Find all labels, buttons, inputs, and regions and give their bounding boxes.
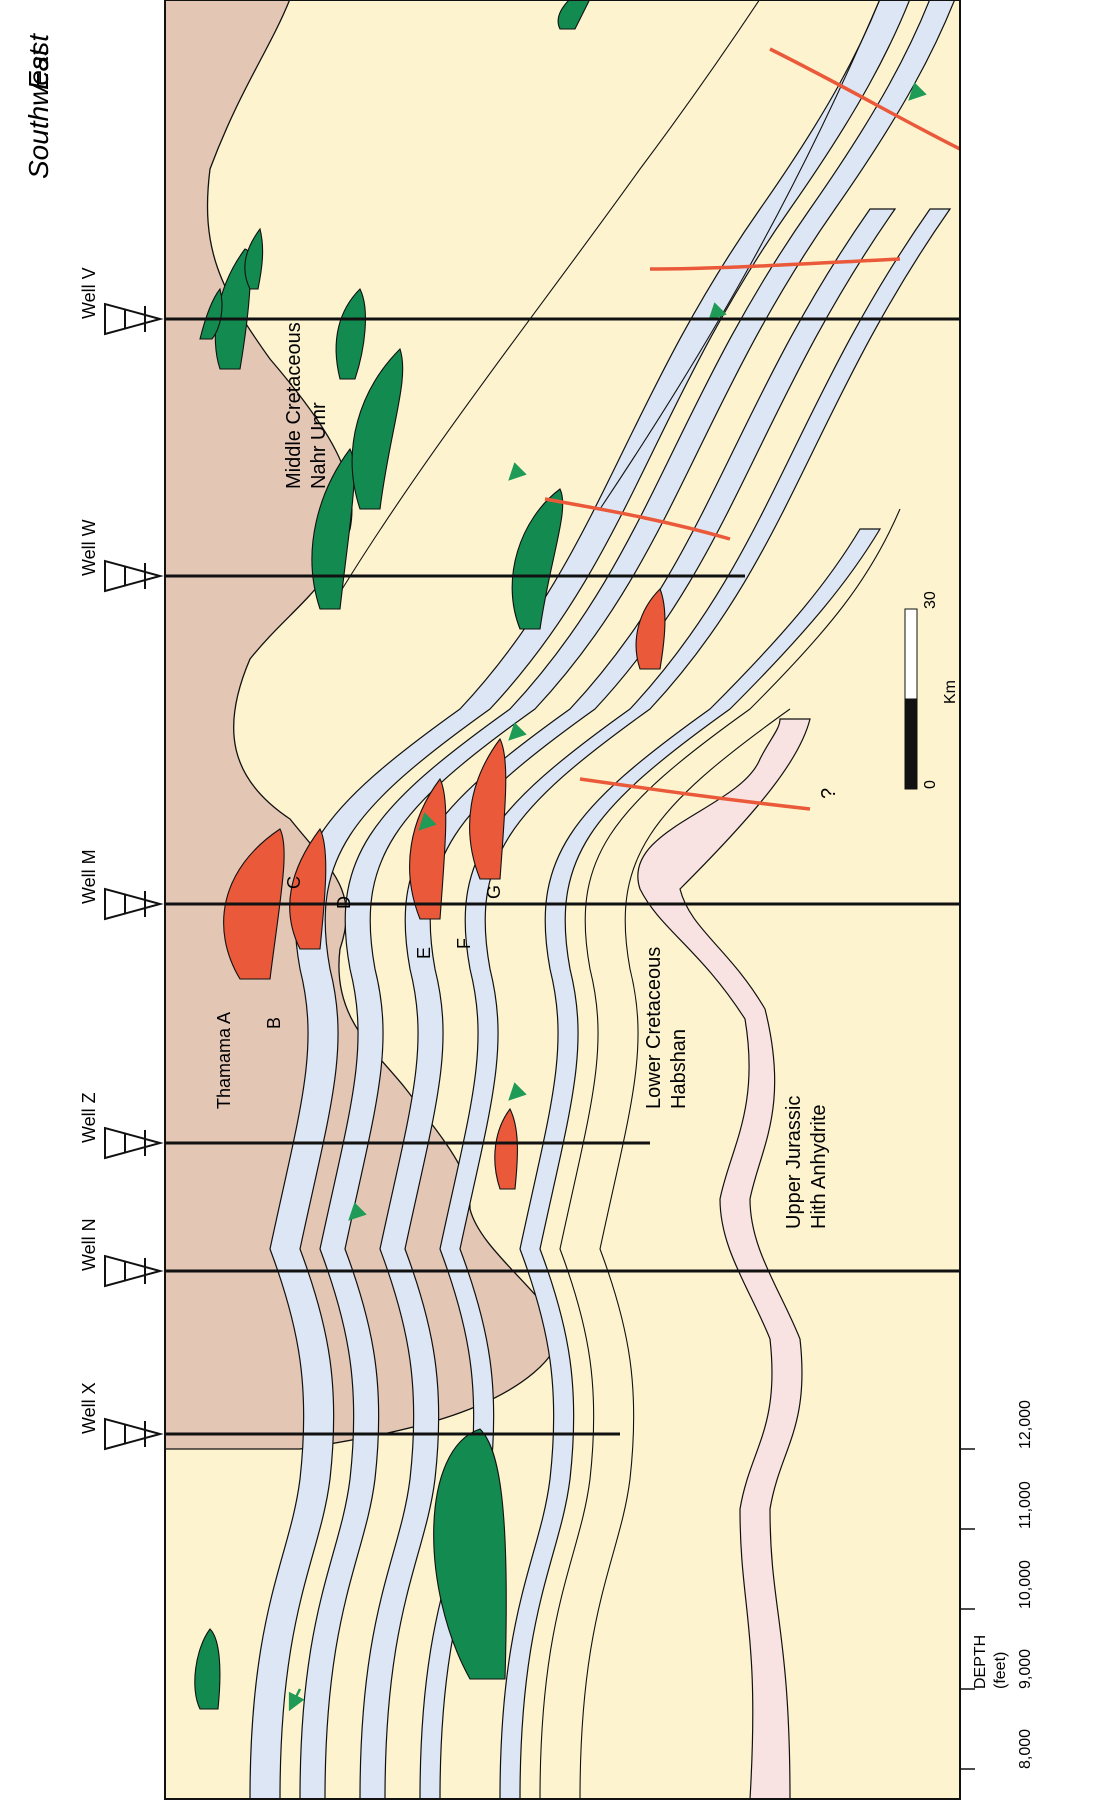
zone-label-c: C — [284, 876, 304, 889]
zone-labels: Thamama A B C D E F G — [214, 876, 504, 1109]
depth-tick-8000: 8,000 — [1017, 1729, 1034, 1769]
habshan-label: Habshan — [668, 1029, 690, 1109]
zone-label-f: F — [454, 938, 474, 949]
well-w-label: Well W — [79, 519, 99, 576]
middle-cretaceous-label: Middle Cretaceous — [283, 322, 305, 489]
southwest-label: Southwest — [23, 47, 54, 179]
zone-label-g: G — [484, 885, 504, 899]
depth-axis-unit: (feet) — [992, 1652, 1009, 1689]
scale-min-label: 0 — [922, 780, 939, 789]
derrick-icon — [104, 559, 164, 593]
depth-tick-9000: 9,000 — [1017, 1649, 1034, 1689]
thamama-layer-bundle — [249, 0, 956, 1799]
well-z-label: Well Z — [79, 1092, 99, 1143]
east-label: East — [23, 33, 54, 90]
fault-4 — [579, 777, 811, 811]
geology-layers — [165, 0, 960, 1799]
nahr-umr-label: Nahr Umr — [308, 402, 330, 489]
zone-label-b: B — [264, 1017, 284, 1029]
zone-label-thamama-a: Thamama A — [214, 1012, 234, 1109]
derrick-icon — [104, 887, 164, 921]
lower-cretaceous-label: Lower Cretaceous — [643, 947, 665, 1109]
hith-anhydrite-unit — [637, 718, 811, 1799]
well-v-label: Well V — [79, 267, 99, 319]
derrick-icon — [104, 1126, 164, 1160]
well-x-label: Well X — [79, 1382, 99, 1434]
depth-tick-10000: 10,000 — [1017, 1560, 1034, 1609]
faults — [544, 47, 960, 811]
formation-labels: Middle Cretaceous Nahr Umr Lower Cretace… — [283, 322, 830, 1229]
flow-arrows — [288, 82, 927, 1712]
derrick-icons — [104, 302, 164, 1451]
upper-jurassic-label: Upper Jurassic — [783, 1096, 805, 1229]
depth-axis-title: DEPTH — [972, 1635, 989, 1689]
scale-max-label: 30 — [922, 591, 939, 609]
strata-lines — [329, 0, 901, 1799]
fault-question-mark: ? — [818, 788, 840, 799]
zone-label-d: D — [334, 896, 354, 909]
oil-zones — [194, 0, 591, 1710]
fault-2 — [649, 257, 901, 271]
derrick-icon — [104, 1417, 164, 1451]
depth-tick-11000: 11,000 — [1017, 1481, 1034, 1529]
hith-anhydrite-label: Hith Anhydrite — [808, 1104, 830, 1229]
depth-axis: DEPTH (feet) 8,000 9,000 10,000 11,000 1… — [960, 1400, 1034, 1770]
derrick-icon — [104, 302, 164, 336]
fault-1 — [769, 47, 960, 151]
scale-bar: 0 30 Km — [904, 591, 959, 790]
well-n-label: Well N — [79, 1218, 99, 1271]
zone-label-e: E — [414, 947, 434, 959]
well-bores — [165, 317, 960, 1436]
derrick-icon — [104, 1254, 164, 1288]
scale-unit-label: Km — [942, 680, 959, 704]
well-m-label: Well M — [79, 849, 99, 904]
section-frame — [164, 0, 961, 1800]
depth-tick-12000: 12,000 — [1017, 1400, 1034, 1449]
fault-3 — [544, 497, 731, 541]
well-labels: Well X Well N Well Z Well M Well W Well … — [79, 267, 99, 1434]
